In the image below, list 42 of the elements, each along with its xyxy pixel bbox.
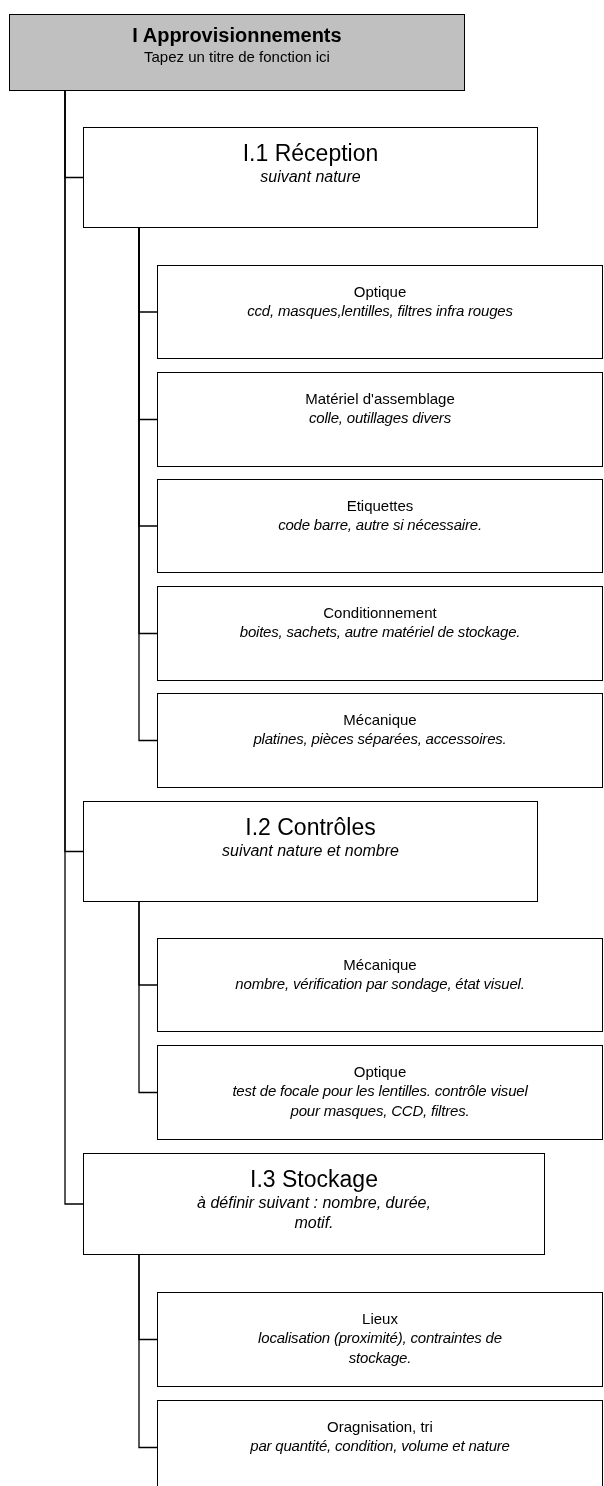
box-title: Conditionnement (323, 603, 437, 622)
box-description: par quantité, condition, volume et nature (250, 1436, 510, 1456)
connector-line (138, 901, 158, 1094)
box-description: test de focale pour les lentilles. contrôle visuel pour masques, CCD, filtres. (231, 1081, 529, 1121)
org-box (157, 586, 603, 681)
org-box (157, 1400, 603, 1486)
org-box (157, 1045, 603, 1140)
org-box (9, 14, 465, 91)
box-description: à définir suivant : nombre, durée, motif. (196, 1193, 432, 1233)
box-title: Matériel d'assemblage (305, 389, 455, 408)
connector-line (64, 90, 84, 1205)
box-description: Tapez un titre de fonction ici (144, 47, 330, 67)
box-title: I.1 Réception (242, 140, 379, 167)
box-title: I.2 Contrôles (245, 814, 376, 841)
box-description: boites, sachets, autre matériel de stockage. (239, 622, 521, 642)
box-description: colle, outillages divers (309, 408, 451, 428)
org-box (157, 938, 603, 1032)
org-box (83, 127, 538, 228)
box-title: Mécanique (343, 710, 417, 729)
box-title: Lieux (362, 1309, 398, 1328)
org-box (83, 801, 538, 902)
box-title: Oragnisation, tri (327, 1417, 433, 1436)
box-title: Optique (353, 1062, 407, 1081)
org-box (157, 372, 603, 467)
box-title: I Approvisionnements (132, 23, 342, 47)
org-box (157, 265, 603, 359)
box-title: Optique (353, 282, 407, 301)
box-description: code barre, autre si nécessaire. (278, 515, 482, 535)
org-box (83, 1153, 545, 1255)
box-title: I.3 Stockage (250, 1166, 378, 1193)
box-description: suivant nature et nombre (222, 841, 399, 861)
box-title: Etiquettes (346, 496, 414, 515)
org-box (157, 1292, 603, 1387)
connector-line (138, 1254, 158, 1449)
box-description: platines, pièces séparées, accessoires. (253, 729, 507, 749)
org-box (157, 693, 603, 788)
box-description: suivant nature (260, 167, 361, 187)
box-description: localisation (proximité), contraintes de stockage. (257, 1328, 503, 1368)
box-description: nombre, vérification par sondage, état visuel. (235, 974, 525, 994)
box-title: Mécanique (343, 955, 417, 974)
org-box (157, 479, 603, 573)
box-description: ccd, masques,lentilles, filtres infra rouges (247, 301, 513, 321)
